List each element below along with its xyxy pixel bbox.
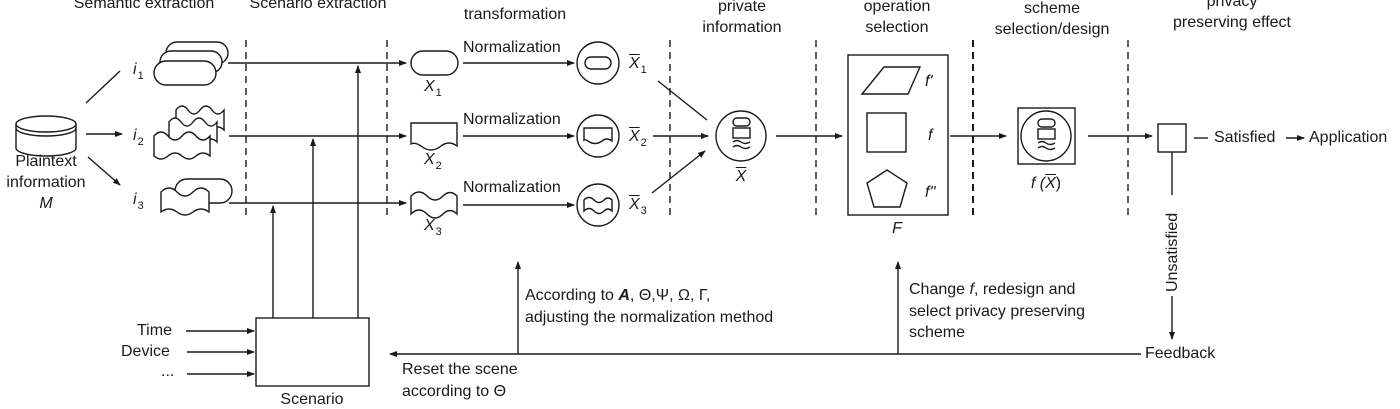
- normalized-x2-icon: [576, 114, 620, 158]
- normalized-x3-icon: [576, 183, 620, 227]
- operation-parallelogram-icon: [860, 66, 922, 95]
- operation-set-box: [847, 54, 949, 216]
- stage-effect-line2: preserving effect: [1173, 14, 1291, 31]
- merged-label: X: [735, 168, 747, 185]
- scenario-input-more: ...: [161, 363, 175, 380]
- item-label-2: i2: [133, 127, 144, 148]
- source-symbol: M: [39, 195, 53, 212]
- merged-info-icon: [715, 110, 767, 162]
- scenario-input-time: Time: [137, 322, 172, 339]
- operation-pentagon-icon: [866, 169, 908, 208]
- change-note-line2: select privacy preserving: [909, 303, 1086, 320]
- operation-label-f: f: [928, 127, 933, 144]
- stage-scenario-extraction: Scenario extraction: [249, 0, 387, 12]
- unsatisfied-label: Unsatisfied: [1164, 212, 1181, 292]
- scenario-box-label: Scenario: [280, 391, 344, 408]
- source-label-line1: Plaintext: [15, 153, 77, 170]
- typed-x2-icon: [410, 122, 458, 151]
- normalization-label-2: Normalization: [463, 111, 561, 128]
- stage-scheme-line1: scheme: [1023, 0, 1081, 17]
- stage-scheme-line2: selection/design: [994, 21, 1110, 38]
- adjust-note-line2: adjusting the normalization method: [525, 309, 774, 326]
- typed-label-3: X3: [424, 217, 442, 238]
- database-icon: [15, 115, 77, 157]
- typed-label-1: X1: [424, 78, 442, 99]
- normalized-label-1: X1: [629, 55, 647, 76]
- normalized-label-3: X3: [629, 196, 647, 217]
- stage-semantic-extraction: Semantic extraction: [73, 0, 215, 12]
- normalization-label-1: Normalization: [463, 39, 561, 56]
- stage-operation-line1: operation: [863, 0, 931, 15]
- application-label: Application: [1309, 129, 1388, 146]
- stage-effect-line1: privacy: [1206, 0, 1258, 10]
- result-label: f (X): [1030, 175, 1062, 192]
- normalized-label-2: X2: [629, 128, 647, 149]
- scenario-box: [255, 317, 370, 387]
- reset-note-line1: Reset the scene: [402, 361, 518, 378]
- satisfied-label: Satisfied: [1214, 129, 1276, 146]
- typed-x3-icon: [410, 191, 458, 219]
- operation-square-icon: [866, 112, 907, 153]
- typed-x1-icon: [410, 50, 459, 76]
- normalization-label-3: Normalization: [463, 179, 561, 196]
- adjust-note-line1: According to A, Θ,Ψ, Ω, Γ,: [525, 287, 711, 304]
- stage-private-line1: private: [717, 0, 767, 15]
- stage-private-line2: information: [702, 19, 782, 36]
- stage-transformation: transformation: [463, 6, 567, 23]
- item-1-stack-icon: [153, 41, 229, 86]
- source-label-line2: information: [6, 174, 86, 191]
- item-label-3: i3: [133, 191, 144, 212]
- operation-label-f-prime: f': [925, 73, 933, 90]
- item-3-mixed-icon: [160, 178, 233, 216]
- normalized-x1-icon: [576, 41, 620, 85]
- result-icon: [1017, 107, 1076, 165]
- change-note-line3: scheme: [909, 324, 966, 341]
- feedback-label: Feedback: [1145, 345, 1216, 362]
- evaluation-box: [1157, 123, 1187, 153]
- typed-label-2: X2: [424, 151, 442, 172]
- item-2-stack-icon: [153, 105, 225, 160]
- reset-note-line2: according to Θ: [402, 383, 507, 400]
- item-label-1: i1: [133, 61, 144, 82]
- operation-label-f-double-prime: f'': [925, 184, 936, 201]
- change-note-line1: Change f, redesign and: [909, 281, 1076, 298]
- operation-set-label: F: [892, 220, 902, 237]
- stage-operation-line2: selection: [865, 19, 929, 36]
- scenario-input-device: Device: [121, 343, 170, 360]
